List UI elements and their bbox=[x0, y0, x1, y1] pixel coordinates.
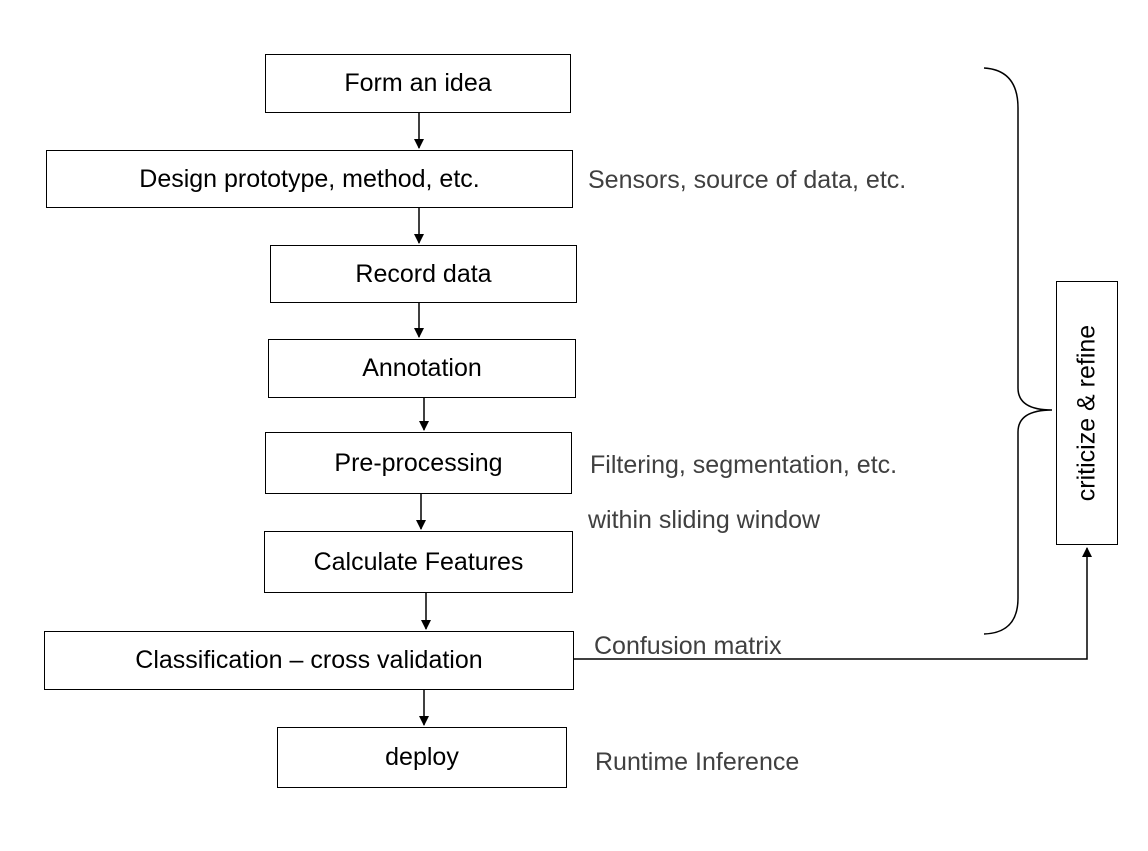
step-design-prototype-label: Design prototype, method, etc. bbox=[139, 164, 480, 193]
feedback-arrow bbox=[574, 547, 1092, 660]
step-classification: Classification – cross validation bbox=[44, 631, 574, 690]
note-sensors: Sensors, source of data, etc. bbox=[588, 166, 907, 194]
step-form-an-idea-label: Form an idea bbox=[344, 69, 492, 97]
step-annotation: Annotation bbox=[268, 339, 576, 398]
note-confusion-matrix: Confusion matrix bbox=[594, 632, 782, 660]
step-record-data: Record data bbox=[270, 245, 577, 303]
step-classification-label: Classification – cross validation bbox=[135, 646, 483, 674]
step-deploy-label: deploy bbox=[385, 743, 459, 771]
step-calculate-features: Calculate Features bbox=[264, 531, 573, 593]
step-pre-processing-label: Pre-processing bbox=[334, 448, 503, 477]
criticize-refine-box: criticize & refine bbox=[1056, 281, 1118, 545]
step-form-an-idea: Form an idea bbox=[265, 54, 571, 113]
note-sliding-window: within sliding window bbox=[588, 506, 821, 534]
step-deploy: deploy bbox=[277, 727, 567, 788]
criticize-refine-label: criticize & refine bbox=[1072, 324, 1101, 502]
scope-brace bbox=[983, 67, 1053, 635]
step-pre-processing: Pre-processing bbox=[265, 432, 572, 494]
step-calculate-features-label: Calculate Features bbox=[313, 547, 524, 576]
note-filtering: Filtering, segmentation, etc. bbox=[590, 451, 898, 479]
note-runtime-inference: Runtime Inference bbox=[595, 748, 800, 776]
step-record-data-label: Record data bbox=[355, 259, 492, 288]
step-design-prototype: Design prototype, method, etc. bbox=[46, 150, 573, 208]
step-annotation-label: Annotation bbox=[362, 354, 482, 382]
